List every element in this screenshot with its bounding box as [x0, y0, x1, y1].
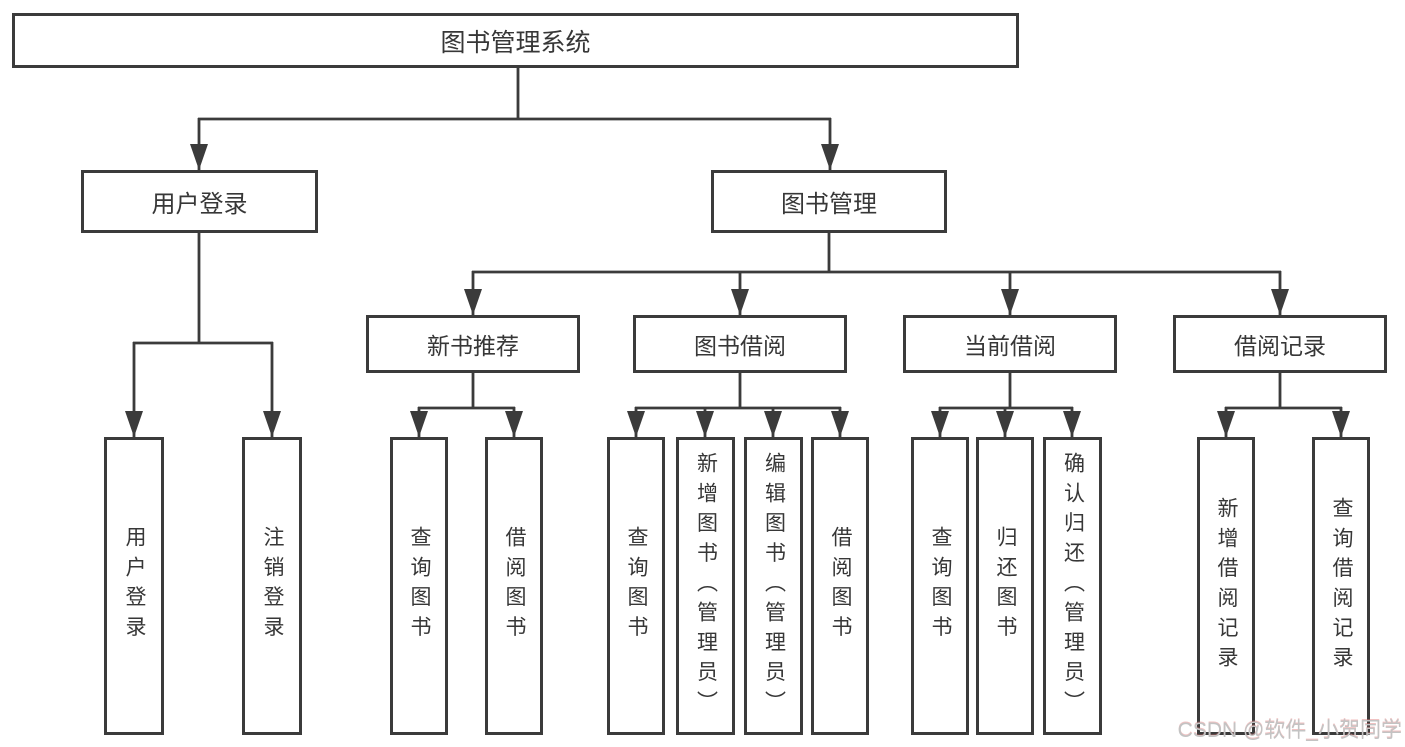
- leaf-label: 查询图书: [929, 526, 953, 646]
- leaf-label: 新增借阅记录: [1215, 496, 1239, 676]
- leaf-query-borrowing-record: 查询借阅记录: [1312, 437, 1370, 735]
- node-library-management-system: 图书管理系统: [12, 13, 1019, 68]
- connector-group: [125, 67, 1350, 437]
- node-label: 当前借阅: [964, 333, 1056, 359]
- node-label: 借阅记录: [1234, 333, 1326, 359]
- node-label: 新书推荐: [427, 333, 519, 359]
- leaf-label: 归还图书: [994, 526, 1018, 646]
- leaf-label: 借阅图书: [829, 526, 853, 646]
- leaf-add-book-admin: 新增图书（管理员）: [676, 437, 735, 735]
- node-label: 图书借阅: [694, 333, 786, 359]
- node-label: 图书管理: [781, 191, 877, 218]
- leaf-edit-book-admin: 编辑图书（管理员）: [744, 437, 803, 735]
- leaf-logout: 注销登录: [242, 437, 302, 735]
- leaf-label: 查询图书: [408, 526, 432, 646]
- leaf-label: 查询借阅记录: [1330, 496, 1354, 676]
- node-user-login: 用户登录: [81, 170, 318, 233]
- node-current-borrowing: 当前借阅: [903, 315, 1117, 373]
- node-book-management: 图书管理: [711, 170, 947, 233]
- node-label: 图书管理系统: [440, 28, 591, 57]
- node-label: 用户登录: [151, 191, 248, 218]
- leaf-user-login: 用户登录: [104, 437, 164, 735]
- leaf-label: 用户登录: [123, 526, 147, 646]
- leaf-label: 借阅图书: [503, 526, 527, 646]
- leaf-query-books-borrowing: 查询图书: [607, 437, 665, 735]
- leaf-query-books-recommend: 查询图书: [390, 437, 448, 735]
- leaf-borrow-books-recommend: 借阅图书: [485, 437, 543, 735]
- node-new-book-recommendation: 新书推荐: [366, 315, 580, 373]
- leaf-label: 新增图书（管理员）: [694, 451, 718, 721]
- leaf-query-books-current: 查询图书: [911, 437, 969, 735]
- node-borrowing-records: 借阅记录: [1173, 315, 1387, 373]
- leaf-borrow-books-borrowing: 借阅图书: [811, 437, 869, 735]
- leaf-label: 查询图书: [625, 526, 649, 646]
- csdn-watermark: CSDN @软件_小贺同学: [1177, 719, 1402, 742]
- leaf-confirm-return-admin: 确认归还（管理员）: [1043, 437, 1102, 735]
- leaf-add-borrowing-record: 新增借阅记录: [1197, 437, 1255, 735]
- node-book-borrowing: 图书借阅: [633, 315, 847, 373]
- leaf-return-books: 归还图书: [976, 437, 1034, 735]
- leaf-label: 注销登录: [261, 526, 285, 646]
- leaf-label: 编辑图书（管理员）: [762, 451, 786, 721]
- leaf-label: 确认归还（管理员）: [1061, 451, 1085, 721]
